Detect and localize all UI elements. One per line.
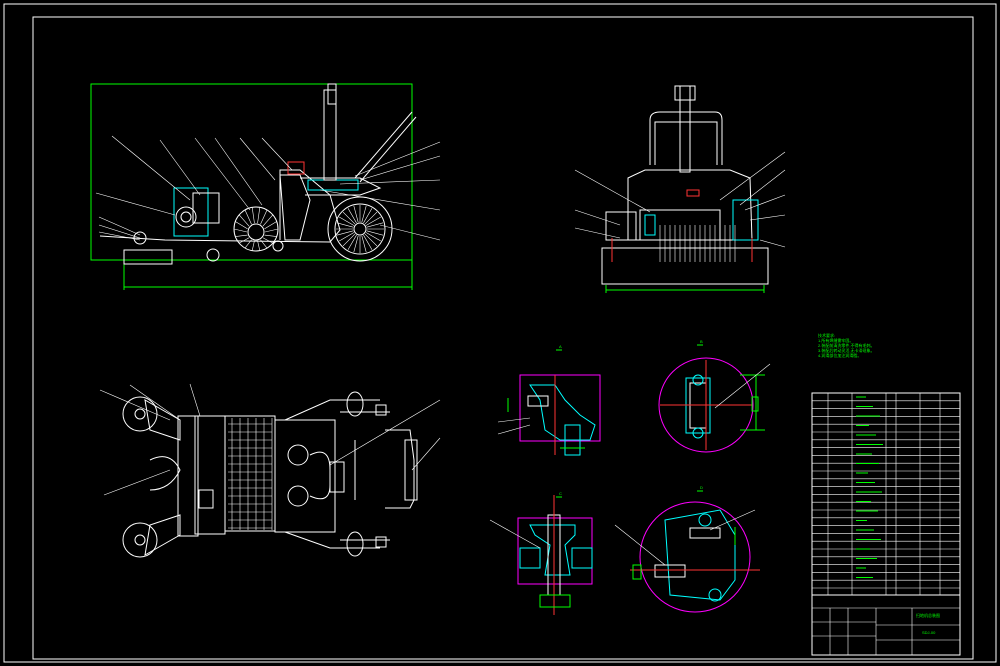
wheel-spoke: [353, 205, 359, 223]
wheel-spoke: [363, 208, 373, 224]
wheel-spoke: [364, 211, 378, 225]
wheel-spoke: [339, 232, 355, 242]
view-label-a: A: [559, 344, 562, 349]
wheel-spoke: [336, 230, 354, 236]
note-line-3: 3.装配后转动灵活,无卡滞现象。: [818, 348, 875, 353]
inner-border: [32, 16, 974, 660]
brush-bristle: [233, 228, 248, 233]
view-label-b: B: [700, 339, 703, 344]
parts-list-table: [811, 392, 961, 656]
brush-bristle: [262, 237, 273, 244]
brush-bristle: [260, 239, 268, 249]
brush-bristle: [235, 234, 248, 237]
detail-view-d: [614, 501, 760, 613]
technical-notes: 技术要求: 1.所有焊缝需牢固。 2.装配前清洗零件,不得有毛刺。 3.装配后转…: [818, 333, 874, 358]
detail-view-a: [497, 374, 601, 456]
brush-bristle: [244, 239, 252, 249]
note-heading: 技术要求:: [818, 333, 836, 338]
wheel-spoke: [363, 234, 373, 250]
brush-bristle: [264, 228, 279, 233]
title-block-name: 扫地机总装图: [916, 613, 940, 618]
detail-view-b: [658, 357, 771, 453]
brush-bristle: [257, 240, 261, 251]
wheel-spoke: [339, 216, 355, 226]
brush-bristle: [264, 234, 277, 237]
wheel-spoke: [361, 235, 367, 253]
wheel-spoke: [361, 205, 367, 223]
section-markers: [556, 344, 703, 498]
brush-bristle: [244, 209, 252, 225]
rear-view: [574, 85, 786, 293]
wheel-spoke: [353, 235, 359, 253]
wheel-spoke: [347, 234, 357, 250]
note-line-1: 1.所有焊缝需牢固。: [818, 338, 854, 343]
brush-bristle: [235, 221, 248, 230]
brush-bristle: [251, 207, 255, 224]
brush-bristle: [260, 209, 268, 225]
wheel-spoke: [365, 216, 381, 226]
brush-bristle: [238, 214, 250, 227]
outer-border: [3, 3, 997, 663]
wheel-spoke: [347, 208, 357, 224]
view-label-d: D: [700, 485, 703, 490]
brush-bristle: [257, 207, 261, 224]
detail-view-c: [489, 495, 593, 615]
top-view: [99, 383, 441, 558]
wheel-spoke: [336, 222, 354, 228]
note-line-2: 2.装配前清洗零件,不得有毛刺。: [818, 343, 875, 348]
wheel-spoke: [342, 233, 356, 247]
brush-bristle: [264, 221, 277, 230]
note-line-4: 4.润滑部位加注润滑脂。: [818, 353, 862, 358]
wheel-spoke: [366, 230, 384, 236]
wheel-spoke: [364, 233, 378, 247]
view-label-c: C: [559, 491, 562, 496]
brush-bristle: [251, 240, 255, 251]
side-elevation-view: [90, 83, 441, 290]
brush-bristle: [262, 214, 274, 227]
wheel-spoke: [365, 232, 381, 242]
wheel-spoke: [342, 211, 356, 225]
title-block-drawing-no: SDJ-00: [922, 630, 936, 635]
wheel-spoke: [366, 222, 384, 228]
brush-bristle: [239, 237, 250, 244]
